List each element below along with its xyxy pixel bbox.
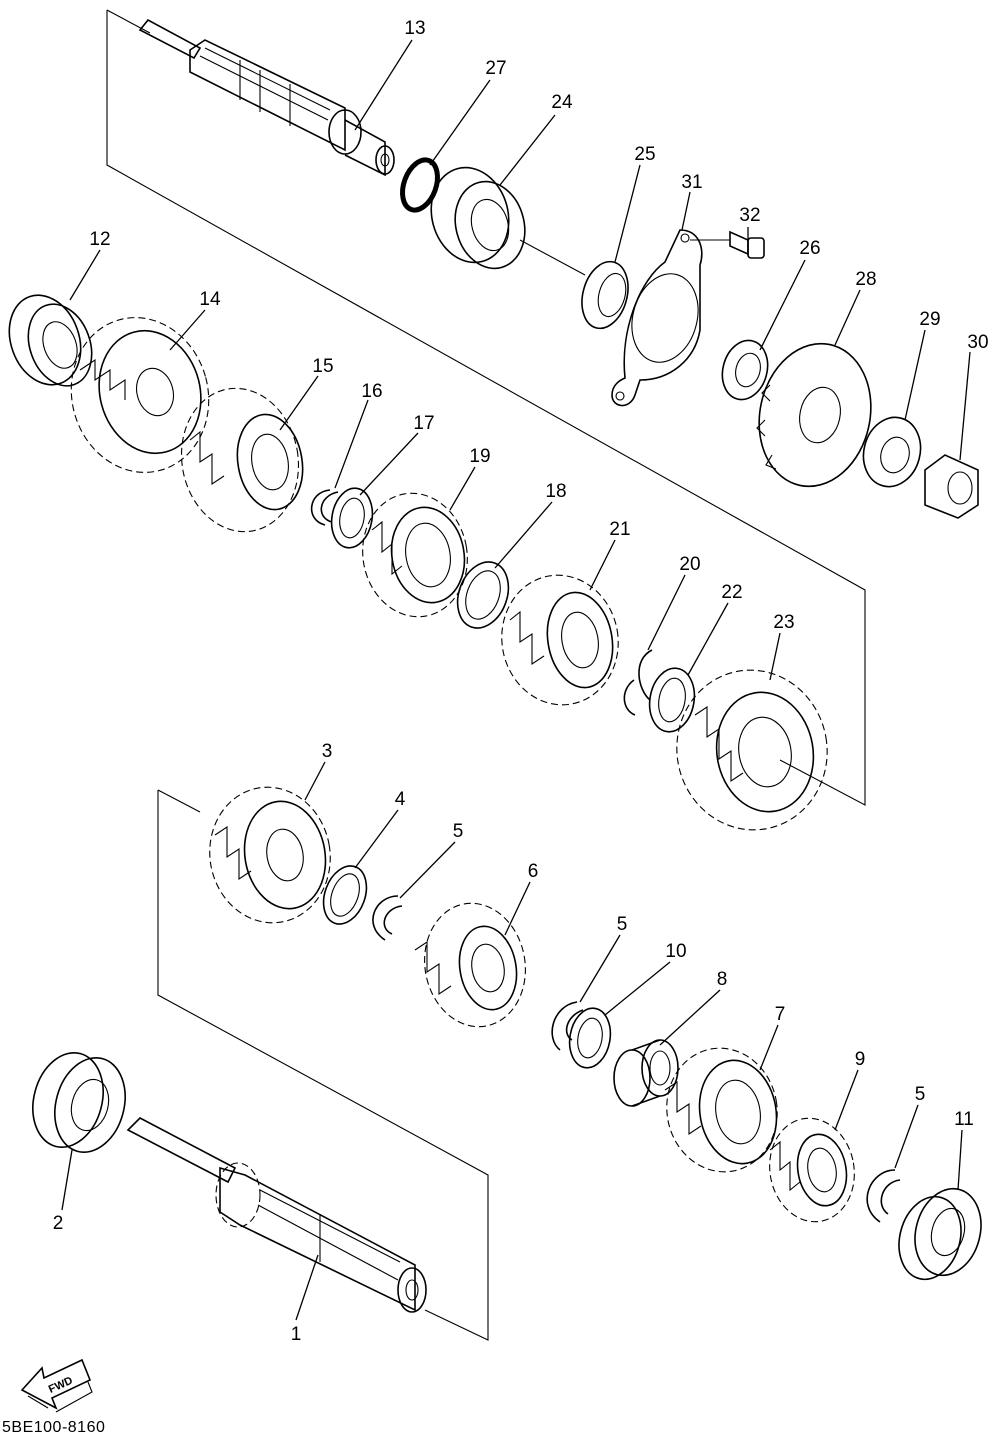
circlip-5-c [866, 1169, 901, 1223]
callout-23: 23 [773, 612, 794, 633]
fwd-arrow: FWD [20, 1358, 93, 1413]
callout-labels: 13 27 24 25 31 32 26 28 29 30 12 14 15 1… [53, 18, 989, 1345]
callout-18: 18 [545, 481, 566, 502]
bolt-32 [690, 230, 765, 259]
gear-23 [676, 669, 828, 831]
gear-6 [414, 902, 526, 1028]
callout-8: 8 [717, 969, 728, 990]
callout-5-b: 5 [617, 914, 628, 935]
lock-washer-29 [862, 416, 922, 488]
callout-6: 6 [528, 861, 539, 882]
nut-30 [924, 454, 979, 519]
bearing-24 [430, 166, 586, 276]
callout-9: 9 [855, 1049, 866, 1070]
callout-12: 12 [89, 229, 110, 250]
main-axle-13 [138, 18, 395, 177]
bearing-12 [8, 294, 93, 387]
gear-21 [501, 574, 619, 706]
callout-31: 31 [681, 172, 702, 193]
callout-14: 14 [199, 289, 221, 310]
gear-9 [769, 1117, 855, 1223]
callout-3: 3 [322, 741, 333, 762]
circlip-20 [623, 649, 653, 716]
circlip-5-b [551, 1001, 584, 1051]
gear-3 [209, 786, 331, 924]
callout-16: 16 [361, 381, 382, 402]
oil-seal-25 [581, 260, 629, 330]
callout-4: 4 [395, 789, 406, 810]
lower-assembly-outline [157, 789, 489, 1341]
drive-axle-1 [126, 1117, 427, 1313]
callout-17: 17 [413, 413, 434, 434]
retainer-plate-31 [611, 229, 703, 407]
fwd-label: FWD [47, 1375, 75, 1396]
callout-28: 28 [855, 269, 876, 290]
callout-10: 10 [665, 941, 686, 962]
washer-18 [456, 561, 510, 629]
callout-1: 1 [291, 1324, 302, 1345]
callout-15: 15 [312, 356, 333, 377]
callout-13: 13 [404, 18, 425, 39]
callout-20: 20 [679, 554, 700, 575]
callout-5-c: 5 [915, 1084, 926, 1105]
callout-5-a: 5 [453, 821, 464, 842]
callout-2: 2 [53, 1213, 64, 1234]
callout-7: 7 [775, 1004, 786, 1025]
circlip-5-a [372, 895, 403, 941]
circlip-16 [310, 489, 339, 526]
callout-25: 25 [634, 144, 655, 165]
gear-14 [70, 317, 210, 473]
callout-21: 21 [609, 519, 630, 540]
upper-assembly-outline [106, 9, 866, 806]
washer-17 [330, 487, 374, 549]
gear-19 [362, 492, 468, 618]
lock-washer-26 [721, 339, 769, 401]
callout-26: 26 [799, 238, 820, 259]
bearing-2 [32, 1052, 126, 1153]
drawing-number: 5BE100-8160 [2, 1419, 106, 1436]
callout-30: 30 [967, 332, 988, 353]
gear-7 [664, 1047, 778, 1173]
callout-22: 22 [721, 582, 742, 603]
leader-lines [61, 39, 971, 1321]
callout-19: 19 [469, 446, 490, 467]
callout-32: 32 [739, 205, 760, 226]
drive-sprocket-28 [756, 342, 872, 488]
collar-8 [613, 1039, 679, 1107]
gear-15 [180, 387, 304, 533]
callout-24: 24 [551, 92, 573, 113]
washer-22 [648, 667, 696, 733]
washer-10 [568, 1007, 612, 1069]
callout-11: 11 [954, 1109, 974, 1130]
callout-27: 27 [485, 58, 506, 79]
bearing-11 [898, 1187, 982, 1281]
callout-29: 29 [919, 309, 940, 330]
